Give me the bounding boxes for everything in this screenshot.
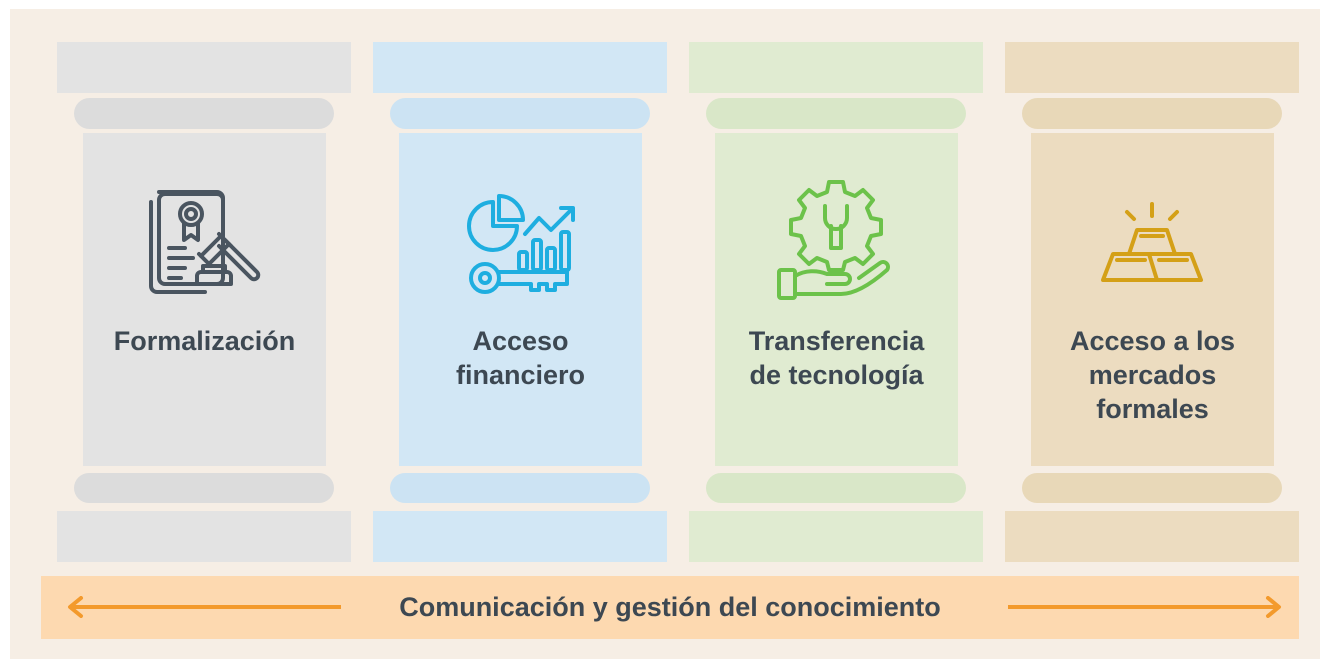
pillar-base [373,511,667,562]
pillar-formalizacion: Formalización [57,9,351,659]
pillar-ring-top [1022,98,1282,129]
pillar-capital [373,42,667,93]
pillar-capital [689,42,983,93]
pillar-ring-top [74,98,334,129]
pillar-shaft [715,133,958,466]
pillar-ring-bottom [1022,473,1282,503]
arrow-left-icon [68,596,341,618]
pillar-acceso-mercados: Acceso a los mercados formales [1005,9,1299,659]
pillar-ring-top [706,98,966,129]
pillar-ring-top [390,98,650,129]
pillar-ring-bottom [390,473,650,503]
foundation-label: Comunicación y gestión del conocimiento [399,592,941,622]
pillar-title: Transferencia de tecnología [748,326,925,390]
finance-key-chart-icon [455,174,585,304]
gold-bars-icon [1087,174,1217,304]
pillar-shaft [399,133,642,466]
pillar-shaft [83,133,326,466]
hand-gear-wrench-icon [771,174,901,304]
pillar-ring-bottom [74,473,334,503]
pillar-capital [1005,42,1299,93]
pillar-ring-bottom [706,473,966,503]
pillar-base [1005,511,1299,562]
pillar-title: Acceso a los mercados formales [1069,326,1236,424]
pillar-transferencia-tecnologia: Transferencia de tecnología [689,9,983,659]
pillar-capital [57,42,351,93]
pillar-acceso-financiero: Acceso financiero [373,9,667,659]
pillar-shaft [1031,133,1274,466]
pillar-title: Acceso financiero [455,326,586,390]
pillar-base [689,511,983,562]
legal-certificate-gavel-icon [139,174,269,304]
foundation-bar: Comunicación y gestión del conocimiento [41,576,1299,639]
pillar-base [57,511,351,562]
pillar-title: Formalización [113,326,296,356]
arrow-right-icon [1008,596,1281,618]
pillars-diagram: Formalización Acceso financiero [10,9,1320,659]
